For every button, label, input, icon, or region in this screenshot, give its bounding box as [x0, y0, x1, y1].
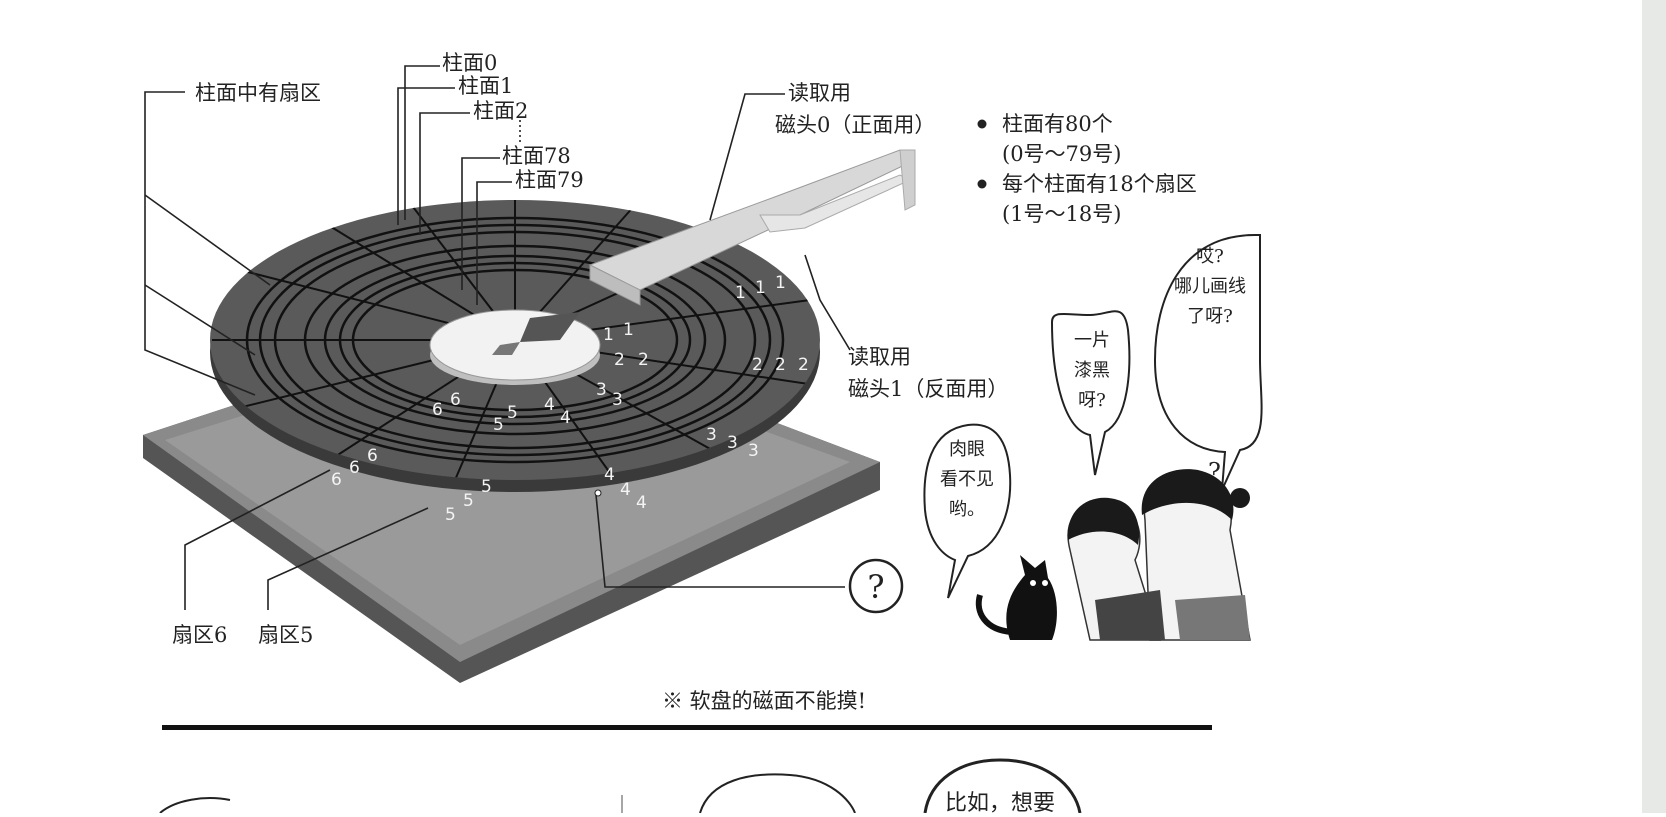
sector-num: 4 [604, 465, 615, 485]
sector-num: 2 [798, 355, 809, 375]
sector-num: 5 [445, 505, 456, 525]
svg-text:哎?: 哎? [1196, 246, 1224, 267]
sector-num: 4 [560, 408, 571, 428]
sector-num: 2 [775, 355, 786, 375]
note-2-line1: 每个柱面有18个扇区 [1002, 172, 1197, 196]
sector-num: 3 [727, 433, 738, 453]
svg-text:了呀?: 了呀? [1187, 306, 1233, 327]
sector-num: 5 [463, 491, 474, 511]
sector-num: 2 [638, 350, 649, 370]
sector-num: 6 [349, 458, 360, 478]
speech-bubble-dark: 一片 漆黑 呀? [1052, 311, 1129, 475]
label-head0-line1: 读取用 [788, 81, 851, 105]
svg-text:一片: 一片 [1074, 330, 1110, 351]
sector-point-marker [595, 490, 601, 496]
sector-num: 3 [748, 441, 759, 461]
bullet-dot [978, 120, 987, 129]
panel-divider [162, 725, 1212, 730]
label-cylinder-has-sectors: 柱面中有扇区 [195, 81, 321, 105]
speech-bubble-eh: 哎? 哪儿画线 了呀? ? [1155, 235, 1262, 490]
sector-num: 6 [367, 446, 378, 466]
label-head1-line1: 读取用 [848, 345, 911, 369]
svg-text:肉眼: 肉眼 [949, 439, 985, 460]
label-cylinder-0: 柱面0 [442, 51, 497, 75]
bullet-dot [978, 180, 987, 189]
sector-num: 3 [596, 380, 607, 400]
sector-num: 3 [706, 425, 717, 445]
sector-num: 6 [432, 400, 443, 420]
svg-text:哟。: 哟。 [949, 499, 985, 520]
black-cat-illustration [979, 555, 1057, 640]
sector-num: 1 [755, 278, 766, 298]
next-panel-partial: 比如，想要 [160, 760, 1080, 813]
sector-num: 1 [735, 283, 746, 303]
note-2-line2: (1号～18号) [1002, 202, 1121, 226]
next-panel-bubble-text: 比如，想要 [945, 791, 1055, 813]
sector-num: 1 [603, 325, 614, 345]
sector-num: 5 [507, 403, 518, 423]
girls-illustration [1068, 469, 1250, 640]
speech-bubble-invisible: 肉眼 看不见 哟。 [924, 425, 1010, 598]
sector-num: 5 [493, 415, 504, 435]
svg-text:哪儿画线: 哪儿画线 [1174, 276, 1246, 297]
label-sector-6: 扇区6 [172, 623, 227, 647]
label-cylinder-78: 柱面78 [502, 144, 571, 168]
label-head1-line2: 磁头1（反面用） [848, 377, 1008, 401]
sector-num: 6 [450, 390, 461, 410]
sector-num: 6 [331, 470, 342, 490]
sector-num: 1 [623, 320, 634, 340]
label-sector-5: 扇区5 [258, 623, 313, 647]
sector-num: 4 [544, 395, 555, 415]
label-head0-line2: 磁头0（正面用） [775, 113, 935, 137]
sector-num: 4 [620, 480, 631, 500]
svg-text:看不见: 看不见 [940, 469, 994, 490]
note-1-line2: (0号～79号) [1002, 142, 1121, 166]
svg-text:呀?: 呀? [1078, 390, 1106, 411]
question-mark: ? [867, 568, 884, 606]
label-cylinder-2: 柱面2 [473, 99, 528, 123]
notes-list: 柱面有80个 (0号～79号) 每个柱面有18个扇区 (1号～18号) [978, 112, 1197, 226]
sector-num: 2 [752, 355, 763, 375]
label-cylinder-79: 柱面79 [515, 168, 584, 192]
sector-num: 1 [775, 273, 786, 293]
label-cylinder-1: 柱面1 [458, 74, 513, 98]
note-1-line1: 柱面有80个 [1002, 112, 1113, 136]
sector-num: 5 [481, 477, 492, 497]
sector-num: 3 [612, 390, 623, 410]
footnote-text: ※ 软盘的磁面不能摸! [662, 689, 866, 713]
sector-num: 4 [636, 493, 647, 513]
svg-text:漆黑: 漆黑 [1074, 360, 1110, 381]
sector-num: 2 [614, 350, 625, 370]
scrollbar-track[interactable] [1642, 0, 1666, 813]
